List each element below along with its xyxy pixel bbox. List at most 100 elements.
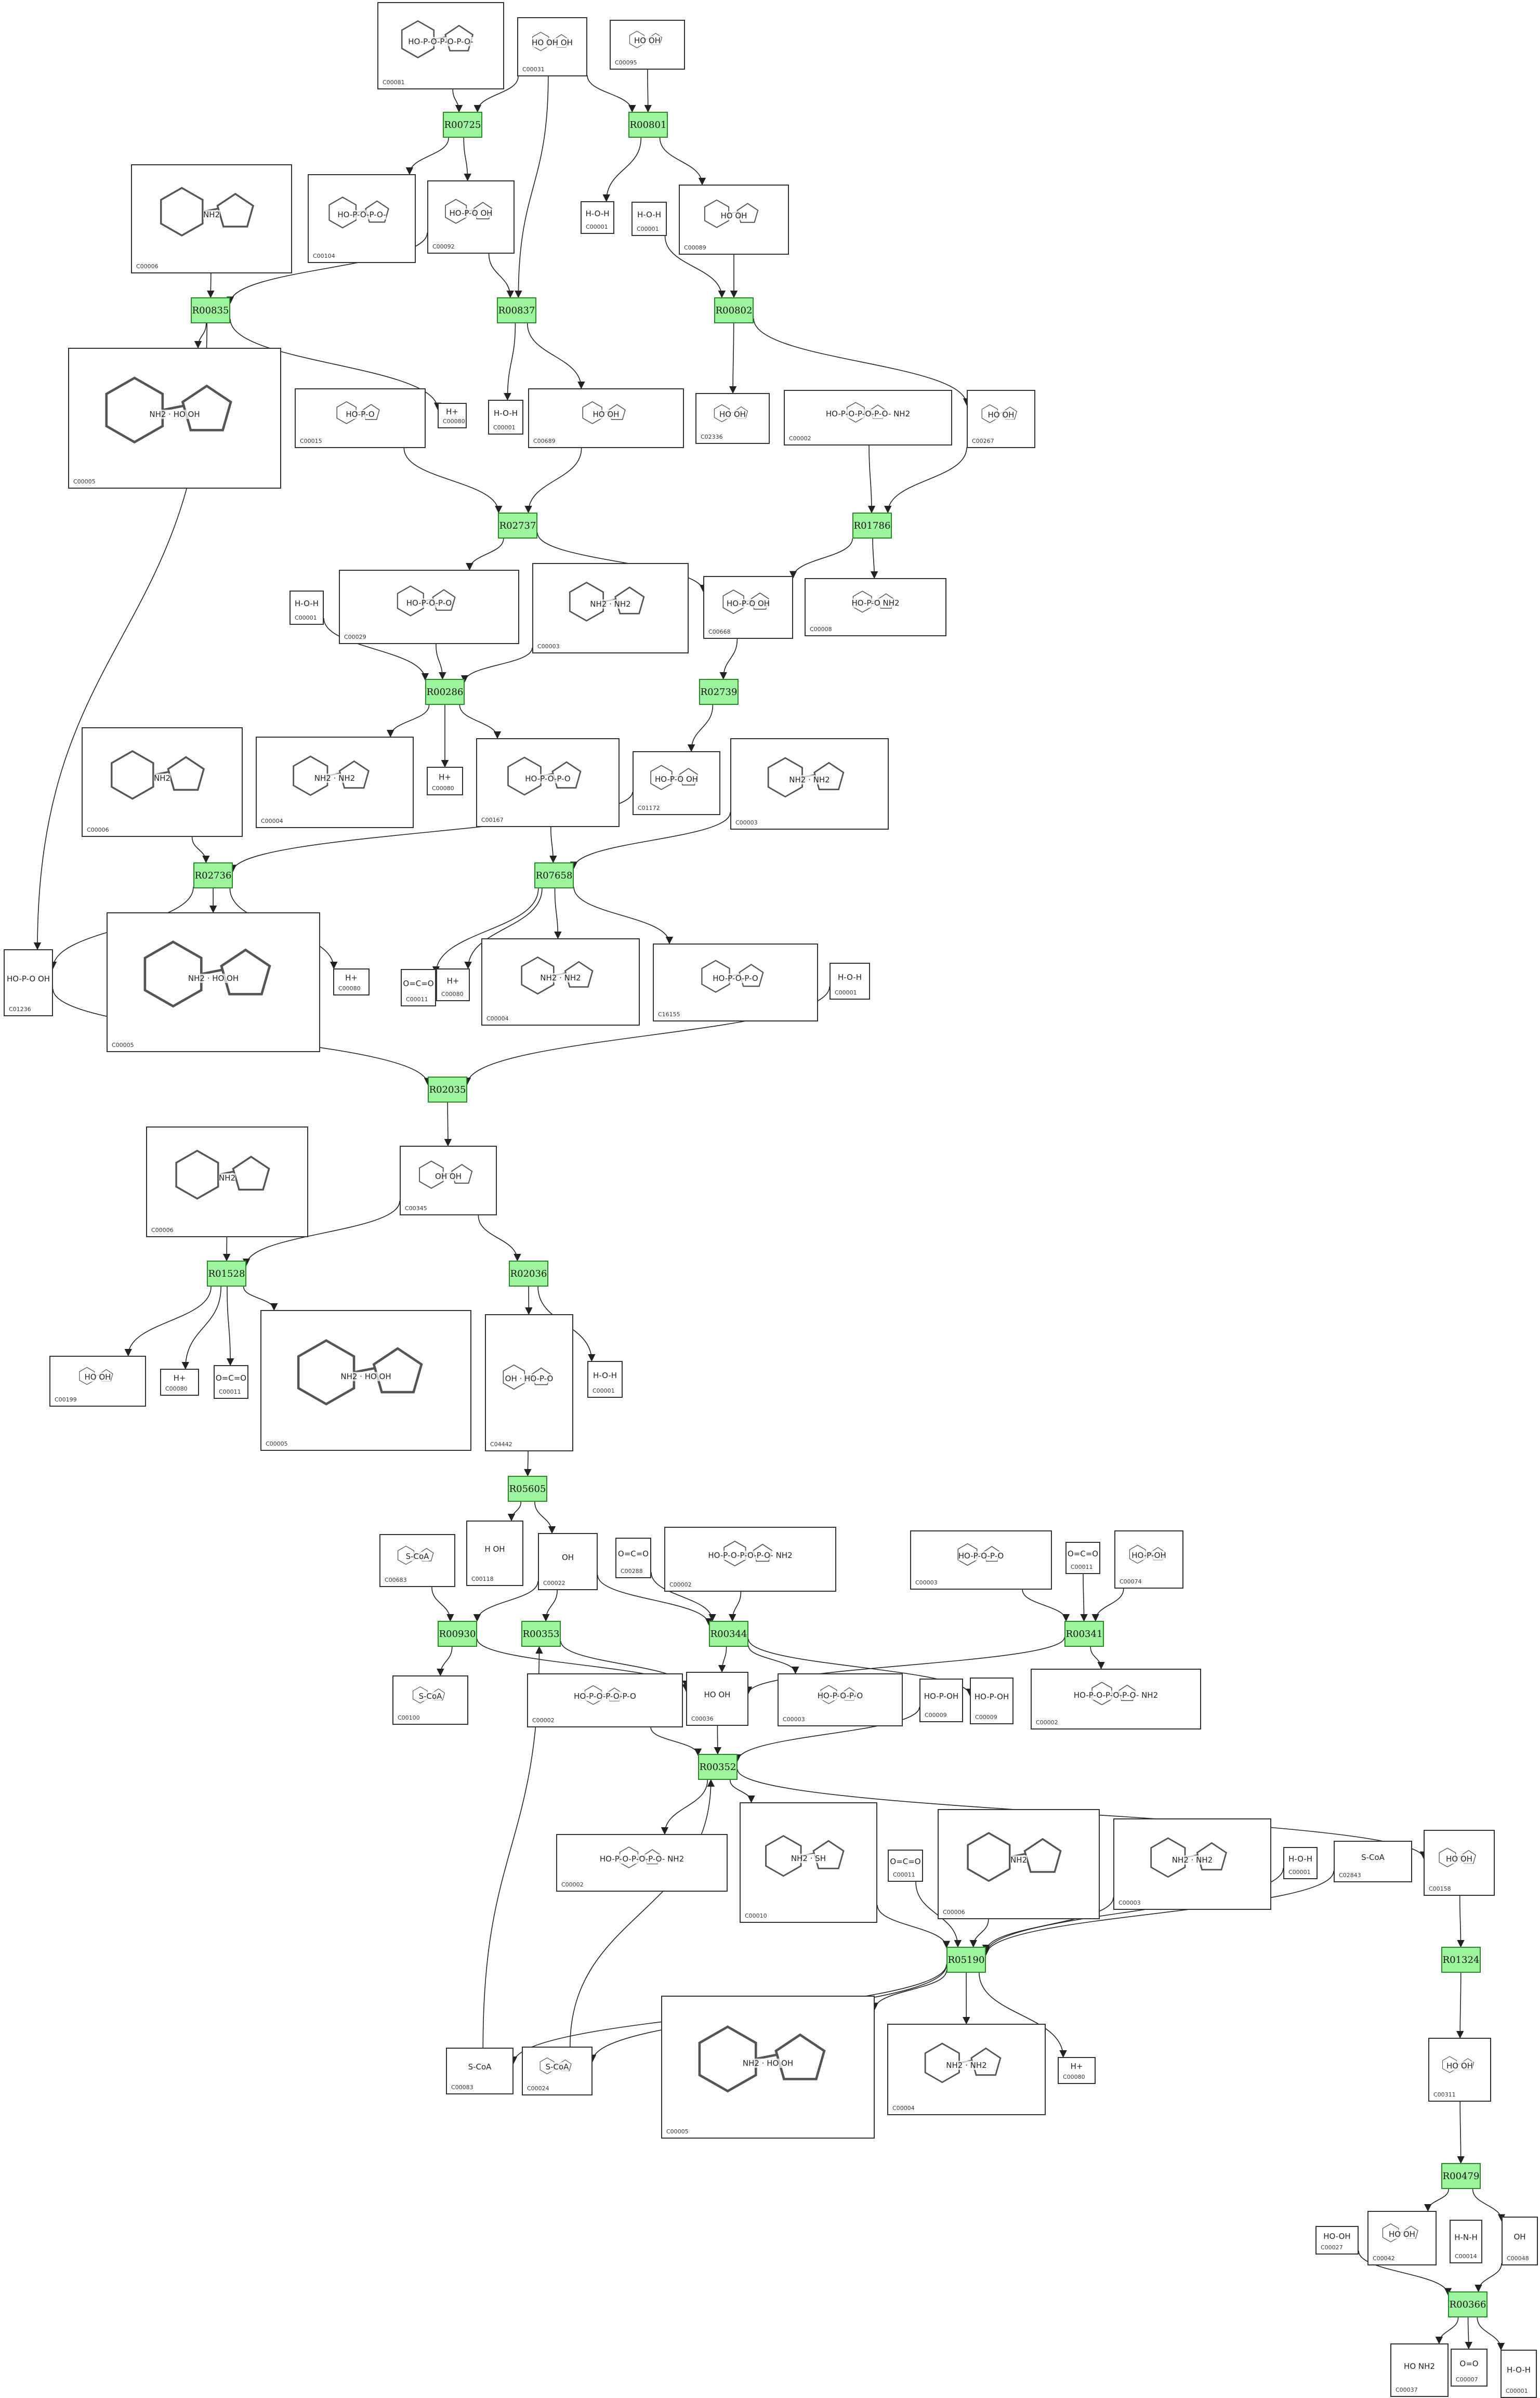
reaction-node-r00479[interactable]: R00479: [1441, 2163, 1481, 2189]
reaction-node-r02739[interactable]: R02739: [699, 679, 739, 705]
reaction-node-r07658[interactable]: R07658: [534, 862, 574, 888]
reaction-node-r02036[interactable]: R02036: [509, 1261, 548, 1287]
reaction-node-r00801[interactable]: R00801: [628, 112, 668, 138]
reaction-node-r00837[interactable]: R00837: [497, 297, 536, 323]
reaction-node-r00835[interactable]: R00835: [191, 297, 230, 323]
reaction-node-r01324[interactable]: R01324: [1441, 1947, 1481, 1973]
reaction-node-r02035[interactable]: R02035: [428, 1077, 467, 1103]
reaction-node-r01786[interactable]: R01786: [852, 513, 892, 539]
reaction-node-r00930[interactable]: R00930: [438, 1621, 477, 1647]
compound-c00081[interactable]: HO-P-O-P-O-P-O-C00081: [377, 2, 504, 89]
compound-c00080[interactable]: H+C00080: [436, 968, 470, 1001]
reaction-node-r00344[interactable]: R00344: [709, 1621, 748, 1647]
compound-c00080[interactable]: H+C00080: [333, 968, 370, 995]
reaction-node-r05190[interactable]: R05190: [946, 1947, 986, 1973]
reaction-node-r02736[interactable]: R02736: [193, 862, 233, 888]
compound-c00080[interactable]: H+C00080: [427, 767, 463, 795]
compound-c00080[interactable]: H+C00080: [438, 403, 467, 428]
reaction-node-r02737[interactable]: R02737: [498, 513, 537, 539]
reaction-node-r00341[interactable]: R00341: [1064, 1621, 1104, 1647]
compound-c00080[interactable]: H+C00080: [1058, 2057, 1096, 2084]
compound-c00104[interactable]: HO-P-O-P-O-C00104: [308, 174, 416, 263]
reaction-node-r00352[interactable]: R00352: [698, 1754, 738, 1780]
reaction-node-r00366[interactable]: R00366: [1448, 2291, 1488, 2317]
reaction-node-r00725[interactable]: R00725: [443, 112, 482, 138]
reaction-node-r00802[interactable]: R00802: [714, 297, 754, 323]
reaction-node-r00353[interactable]: R00353: [521, 1621, 561, 1647]
reaction-node-r05605[interactable]: R05605: [508, 1476, 547, 1502]
reaction-node-r00286[interactable]: R00286: [425, 679, 465, 705]
